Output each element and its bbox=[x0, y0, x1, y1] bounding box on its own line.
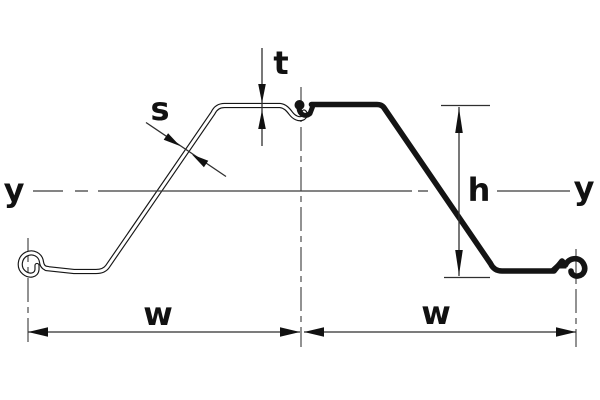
dimension-t-arrow-down bbox=[258, 84, 266, 103]
right-profile-path bbox=[308, 101, 588, 279]
center-interlock-hook bbox=[296, 104, 315, 118]
dimension-s-arrow-lower bbox=[192, 154, 209, 168]
dimension-w-left bbox=[28, 327, 300, 337]
extension-lines bbox=[27, 87, 577, 347]
label-width-w-left: w bbox=[143, 295, 173, 333]
dimension-w-left-arrow-left bbox=[28, 327, 48, 337]
label-section-height-h: h bbox=[467, 171, 491, 209]
label-width-w-right: w bbox=[421, 294, 451, 332]
dimension-s bbox=[145, 121, 227, 178]
left-profile-hollow bbox=[18, 104, 307, 277]
right-profile-solid bbox=[294, 100, 588, 279]
left-profile-outline bbox=[17, 102, 308, 278]
label-axis-y-left: y bbox=[3, 171, 25, 209]
dimension-t-arrow-up bbox=[258, 110, 266, 129]
dimension-s-leader bbox=[145, 121, 227, 178]
dimension-w-right-arrow-right bbox=[556, 327, 576, 337]
dimension-w-right-arrow-left bbox=[304, 327, 324, 337]
dimension-h-arrow-top bbox=[455, 108, 463, 133]
dimension-w-right bbox=[304, 327, 576, 337]
dimension-w-left-arrow-right bbox=[280, 327, 300, 337]
dimension-t bbox=[258, 48, 266, 146]
label-axis-y-right: y bbox=[573, 169, 595, 207]
dimension-s-arrow-upper bbox=[163, 133, 180, 146]
dimension-h-arrow-bottom bbox=[455, 250, 463, 275]
label-flange-thickness-t: t bbox=[273, 44, 289, 82]
right-interlock-wedge bbox=[551, 258, 567, 269]
dimension-h bbox=[441, 104, 490, 279]
label-web-thickness-s: s bbox=[150, 90, 170, 128]
